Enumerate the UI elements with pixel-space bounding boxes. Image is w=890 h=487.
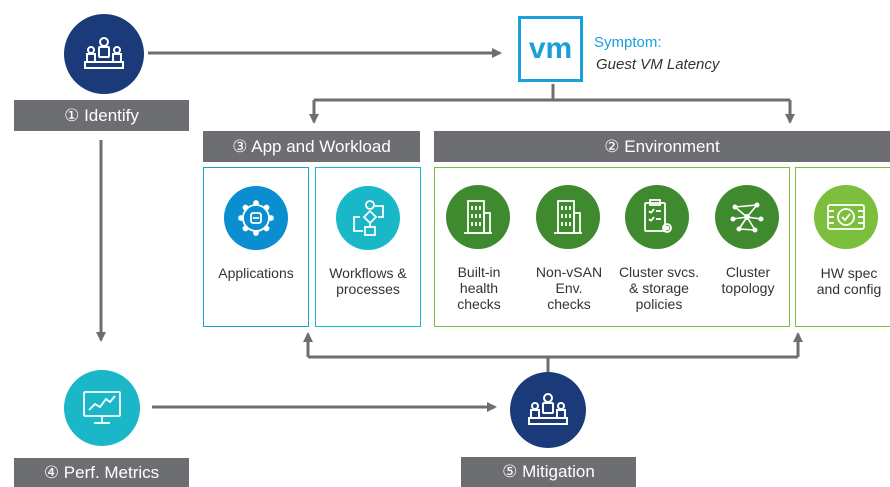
cluster-svcs-label: Cluster svcs. & storage policies [618, 264, 700, 312]
building-icon [464, 200, 492, 234]
building-icon [554, 200, 582, 234]
symptom-title: Symptom: [594, 34, 662, 51]
identify-icon-circle [64, 14, 144, 94]
perf-metrics-icon-circle [64, 370, 140, 446]
cluster-topology-icon-circle [715, 185, 779, 249]
cluster-svcs-icon-circle [625, 185, 689, 249]
topology-icon [730, 202, 764, 233]
step-mitigation: ⑤ Mitigation [461, 457, 636, 487]
card-workflows[interactable]: Workflows & processes [315, 167, 421, 327]
vm-icon: vm [518, 16, 583, 82]
non-vsan-label: Non-vSAN Env. checks [535, 264, 603, 312]
workflow-icon [353, 200, 384, 236]
monitor-chart-icon [83, 391, 121, 424]
card-hw-spec[interactable]: HW spec and config [795, 167, 890, 327]
builtin-health-icon-circle [446, 185, 510, 249]
step-app-workload: ③ App and Workload [203, 131, 420, 162]
builtin-health-label: Built-in health checks [457, 264, 501, 312]
hw-spec-icon-circle [814, 185, 878, 249]
cluster-topology-label: Cluster topology [721, 264, 775, 296]
applications-icon-circle [224, 186, 288, 250]
workflows-label: Workflows & processes [329, 265, 407, 297]
card-applications[interactable]: Applications [203, 167, 309, 327]
workflows-icon-circle [336, 186, 400, 250]
hw-spec-label: HW spec and config [816, 265, 882, 297]
clipboard-gear-icon [644, 199, 672, 233]
server-check-icon [827, 204, 865, 230]
applications-label: Applications [218, 265, 294, 281]
mitigation-icon-circle [510, 372, 586, 448]
non-vsan-icon-circle [536, 185, 600, 249]
people-meeting-icon [528, 393, 568, 425]
network-hub-icon [238, 200, 274, 236]
symptom-subtitle: Guest VM Latency [596, 56, 720, 73]
step-perf-metrics: ④ Perf. Metrics [14, 458, 189, 487]
step-environment: ② Environment [434, 131, 890, 162]
step-identify: ① Identify [14, 100, 189, 131]
environment-group: Built-in health checks Non-vSAN Env. che… [434, 167, 790, 327]
people-meeting-icon [84, 37, 124, 69]
